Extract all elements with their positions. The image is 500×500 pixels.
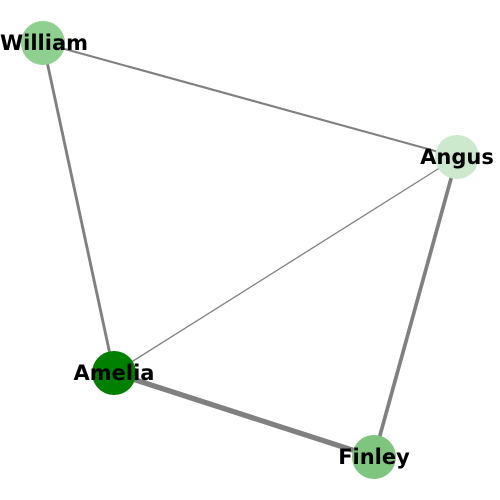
edge-layer — [41, 41, 459, 460]
edge-amelia-finley — [113, 370, 375, 460]
node-william — [21, 21, 65, 65]
edge-william-amelia — [41, 42, 116, 374]
node-finley — [352, 435, 396, 479]
node-label-finley: Finley — [338, 445, 410, 469]
node-label-angus: Angus — [420, 145, 494, 169]
node-layer — [21, 21, 479, 479]
node-label-amelia: Amelia — [74, 361, 155, 385]
node-label-william: William — [0, 31, 88, 55]
node-amelia — [92, 351, 136, 395]
edge-angus-amelia — [113, 156, 458, 374]
node-angus — [435, 135, 479, 179]
edge-angus-finley — [372, 156, 459, 458]
edge-william-angus — [42, 41, 458, 159]
